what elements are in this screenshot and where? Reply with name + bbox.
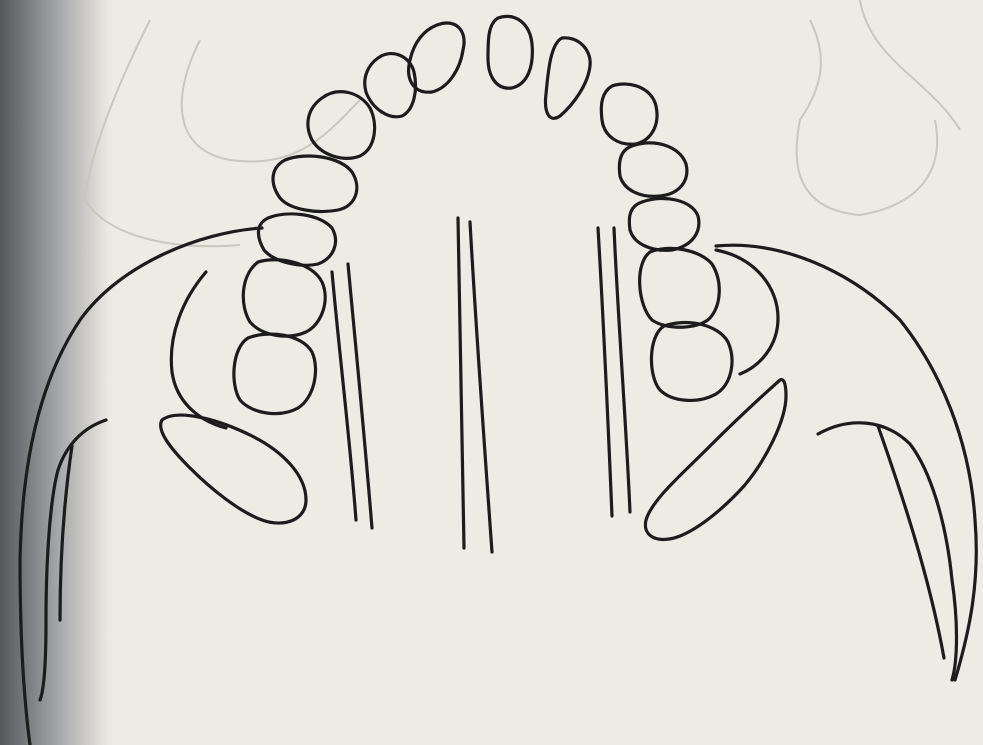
faint-outline-right xyxy=(797,20,938,215)
tooth-left-5 xyxy=(258,214,335,265)
tooth-center-left xyxy=(488,16,532,88)
diagram-ink xyxy=(20,16,976,745)
faint-outline-left xyxy=(85,20,240,246)
tooth-left-4 xyxy=(273,156,357,212)
left-fold-inner xyxy=(348,264,372,528)
center-fold-right xyxy=(470,222,492,552)
right-cheek-line xyxy=(878,426,944,658)
tooth-right-3 xyxy=(629,198,699,250)
tooth-right-2 xyxy=(619,143,687,196)
tooth-right-4 xyxy=(640,248,720,327)
tooth-left-6 xyxy=(243,260,325,336)
tooth-left-3 xyxy=(308,92,375,159)
faint-outline-right-2 xyxy=(860,0,960,130)
right-inner-contour xyxy=(716,250,778,374)
right-lower-lobe xyxy=(645,380,786,540)
bleed-through-sketch xyxy=(85,0,960,246)
faint-outline-center xyxy=(182,40,360,162)
left-cheek-hook xyxy=(40,420,106,700)
right-outer-arch xyxy=(716,245,976,680)
right-fold-inner xyxy=(598,228,612,516)
right-fold-outer xyxy=(614,228,630,512)
left-inner-contour xyxy=(171,272,226,428)
left-cheek-line xyxy=(60,446,72,620)
tooth-left-7 xyxy=(234,334,316,413)
tooth-right-1 xyxy=(601,84,657,144)
tooth-right-5 xyxy=(651,323,732,401)
right-cheek-hook xyxy=(818,423,957,680)
center-fold-left xyxy=(458,218,464,548)
left-lower-lobe xyxy=(161,415,306,523)
tooth-center-right xyxy=(546,38,591,119)
left-outer-arch xyxy=(20,228,262,745)
